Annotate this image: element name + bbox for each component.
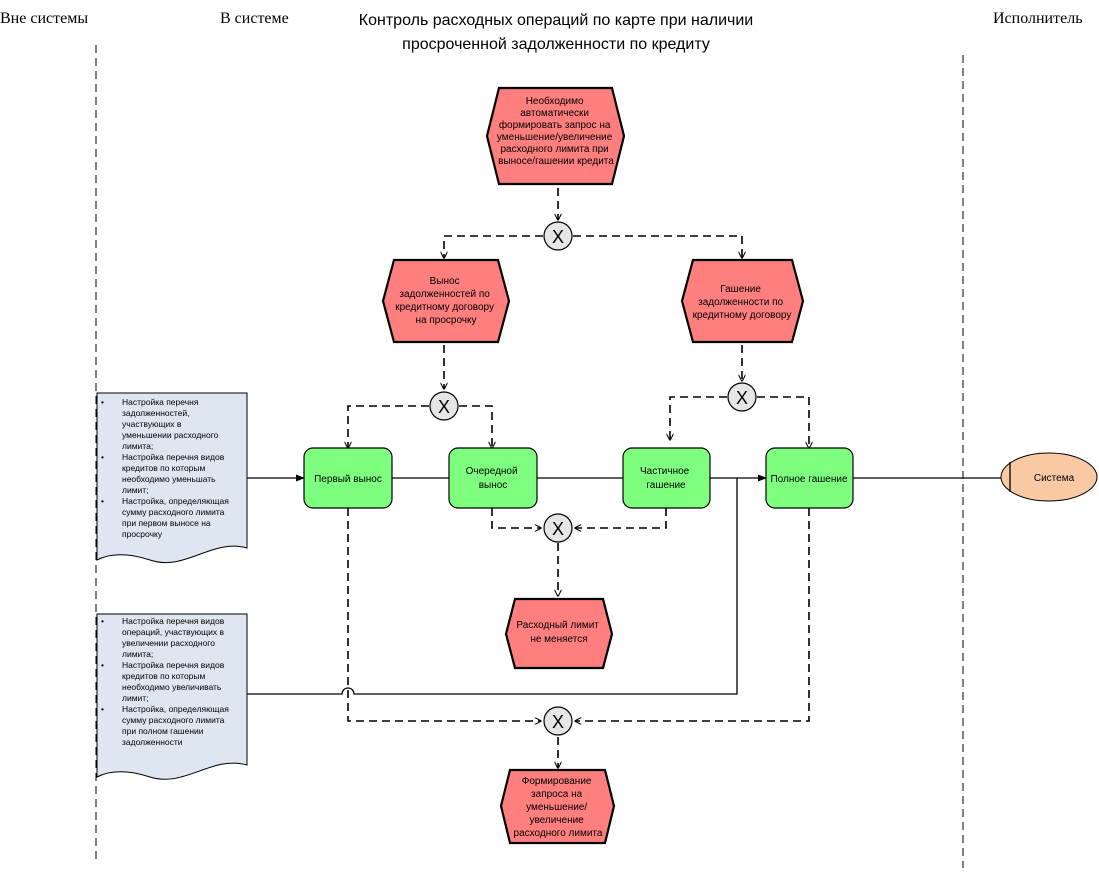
function-next-overdue-text: Очередной вынос [466,466,521,491]
xor-gateway-3-symbol: X [736,388,748,408]
xor-gateway-5: X [543,706,573,736]
xor-gateway-4-symbol: X [552,519,564,539]
lane-inside-label: В системе [220,10,289,27]
event-request-formed-text: Формирование запроса на уменьшение/ увел… [514,776,603,839]
lane-outside-label: Вне системы [0,10,88,27]
function-first-overdue: Первый вынос [303,447,393,509]
control-flow [348,188,809,768]
document-increase-settings-text: • Настройка перечня видов операций, учас… [101,616,231,747]
event-debt-overdue-text: Вынос задолженностей по кредитному догов… [395,276,497,326]
event-need-auto-request-text: Необходимо автоматически формировать зап… [497,95,615,167]
function-first-overdue-text: Первый вынос [314,474,382,485]
function-partial-repayment-text: Частичное гашение [640,466,692,491]
executor-system: Система [1000,452,1098,502]
diagram-title-line2: просроченной задолженности по кредиту [402,36,710,53]
document-decrease-settings-text: • Настройка перечня задолженностей, учас… [101,397,231,539]
document-increase-settings: • Настройка перечня видов операций, учас… [96,613,248,780]
event-request-formed: Формирование запроса на уменьшение/ увел… [499,768,616,845]
xor-gateway-4: X [543,513,573,543]
function-full-repayment: Полное гашение [765,447,854,509]
event-limit-unchanged: Расходный лимит не меняется [504,597,614,670]
xor-gateway-2-symbol: X [438,397,450,417]
xor-gateway-1-symbol: X [552,227,564,247]
document-decrease-settings: • Настройка перечня задолженностей, учас… [96,392,248,564]
function-partial-repayment: Частичное гашение [622,447,711,509]
function-next-overdue: Очередной вынос [448,447,538,509]
function-full-repayment-text: Полное гашение [770,474,847,485]
xor-gateway-5-symbol: X [552,712,564,732]
lane-executor-label: Исполнитель [993,10,1083,27]
event-debt-repayment: Гашение задолженности по кредитному дого… [680,258,805,344]
event-debt-overdue: Вынос задолженностей по кредитному догов… [381,258,511,344]
xor-gateway-3: X [727,382,757,412]
event-limit-unchanged-text: Расходный лимит не меняется [516,620,601,645]
executor-system-label: Система [1034,473,1075,484]
event-debt-repayment-text: Гашение задолженности по кредитному дого… [693,284,792,321]
event-need-auto-request: Необходимо автоматически формировать зап… [485,86,626,186]
data-flow [247,474,1001,695]
xor-gateway-1: X [543,221,573,251]
xor-gateway-2: X [429,391,459,421]
diagram-title-line1: Контроль расходных операций по карте при… [359,12,753,29]
